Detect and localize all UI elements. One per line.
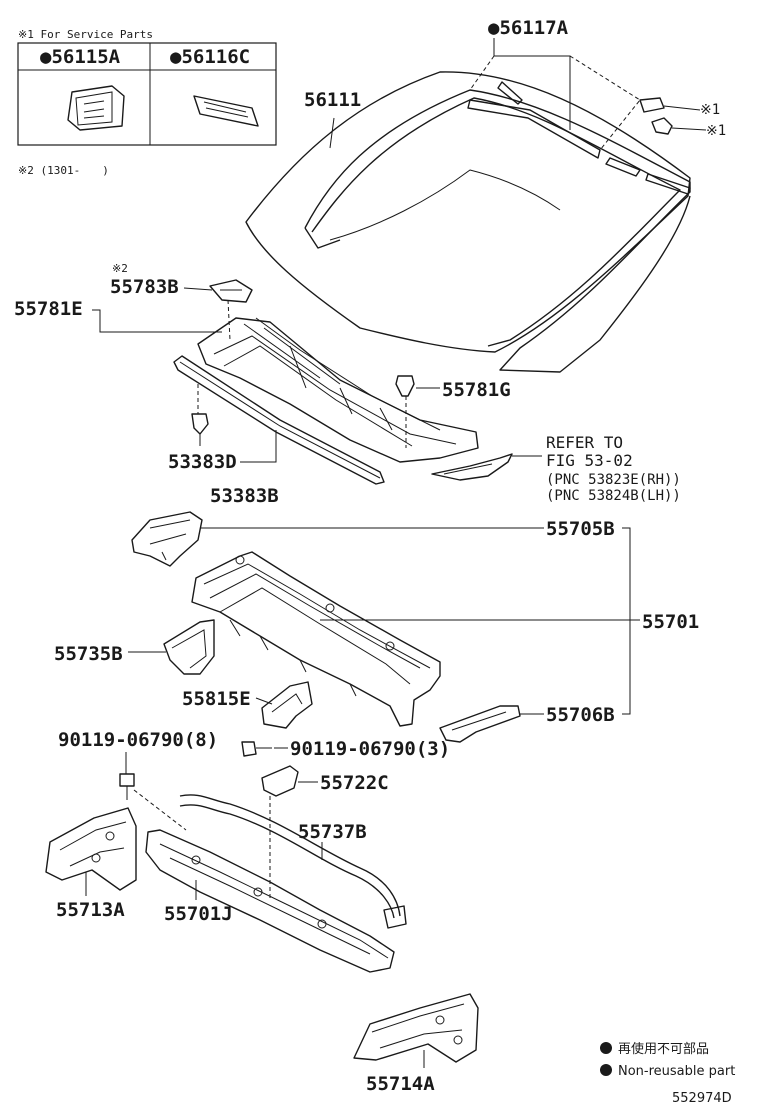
cowl-louver-drawing (197, 317, 479, 463)
legend-dot-en (600, 1064, 612, 1076)
leader-56117A (493, 38, 571, 130)
refer-part-drawing (431, 453, 513, 481)
service-part-56115A: ●56115A (40, 46, 121, 68)
panel-55714A-drawing (353, 993, 479, 1063)
clip-56116C-drawing (193, 95, 259, 127)
legend-dot-jp (600, 1042, 612, 1054)
service-note-title: ※1 For Service Parts (18, 28, 153, 41)
callout-55781E: 55781E (14, 298, 83, 320)
callout-56111: 56111 (304, 89, 361, 111)
callout-55737B: 55737B (298, 821, 367, 843)
windshield-glass-drawing (245, 71, 691, 373)
clip-56115A-drawing (67, 85, 125, 131)
mark-1b: ※1 (706, 123, 726, 139)
small-clip-drawing (639, 97, 673, 135)
bracket-55815E-drawing (261, 681, 313, 729)
cover-55783B-drawing (209, 279, 253, 303)
callout-53383B: 53383B (210, 485, 279, 507)
bolt-8-drawing (119, 773, 135, 800)
service-part-56116C: ●56116C (170, 46, 250, 68)
callout-56117A: ●56117A (488, 17, 569, 39)
refer-line1: REFER TO (546, 433, 623, 452)
bracket-55722C-drawing (261, 765, 299, 797)
legend: 再使用不可部品 Non-reusable part (600, 1041, 735, 1079)
bolt-3-drawing (241, 741, 272, 757)
seal-53383B-drawing (173, 355, 385, 485)
service-parts-box: ※1 For Service Parts ●56115A ●56116C (17, 28, 277, 146)
bracket-55706B-drawing (439, 705, 521, 743)
mark-2: ※2 (112, 262, 128, 275)
leader-56111 (329, 117, 335, 149)
callout-55701: 55701 (642, 611, 699, 633)
refer-line4: (PNC 53824B(LH)) (546, 488, 681, 504)
callout-53383D: 53383D (168, 451, 237, 473)
clip-53383D-drawing (191, 413, 209, 435)
callout-55706B: 55706B (546, 704, 615, 726)
callout-55781G: 55781G (442, 379, 511, 401)
callout-55701J: 55701J (164, 903, 233, 925)
panel-55701J-drawing (145, 829, 395, 973)
callout-55783B: 55783B (110, 276, 179, 298)
callout-bolt-3: 90119-06790(3) (290, 738, 450, 760)
refer-line2: FIG 53-02 (546, 451, 633, 470)
callout-55705B: 55705B (546, 518, 615, 540)
cowl-panel-55701-drawing (191, 551, 441, 727)
callout-55714A: 55714A (366, 1073, 435, 1095)
figure-id: 552974D (672, 1091, 732, 1106)
note-2: ※2 (1301- ) (18, 164, 109, 177)
bracket-55735B-drawing (163, 619, 215, 675)
callout-55722C: 55722C (320, 772, 389, 794)
hose-55737B-drawing (179, 794, 407, 929)
callout-bolt-8: 90119-06790(8) (58, 729, 218, 751)
mark-1a: ※1 (700, 102, 720, 118)
legend-en: Non-reusable part (618, 1064, 735, 1079)
panel-55713A-drawing (45, 807, 137, 891)
clip-55781G-drawing (395, 375, 415, 397)
bracket-55705B-drawing (131, 511, 203, 567)
callout-55735B: 55735B (54, 643, 123, 665)
callout-55815E: 55815E (182, 688, 251, 710)
legend-jp: 再使用不可部品 (618, 1041, 709, 1057)
refer-line3: (PNC 53823E(RH)) (546, 472, 681, 488)
callout-55713A: 55713A (56, 899, 125, 921)
